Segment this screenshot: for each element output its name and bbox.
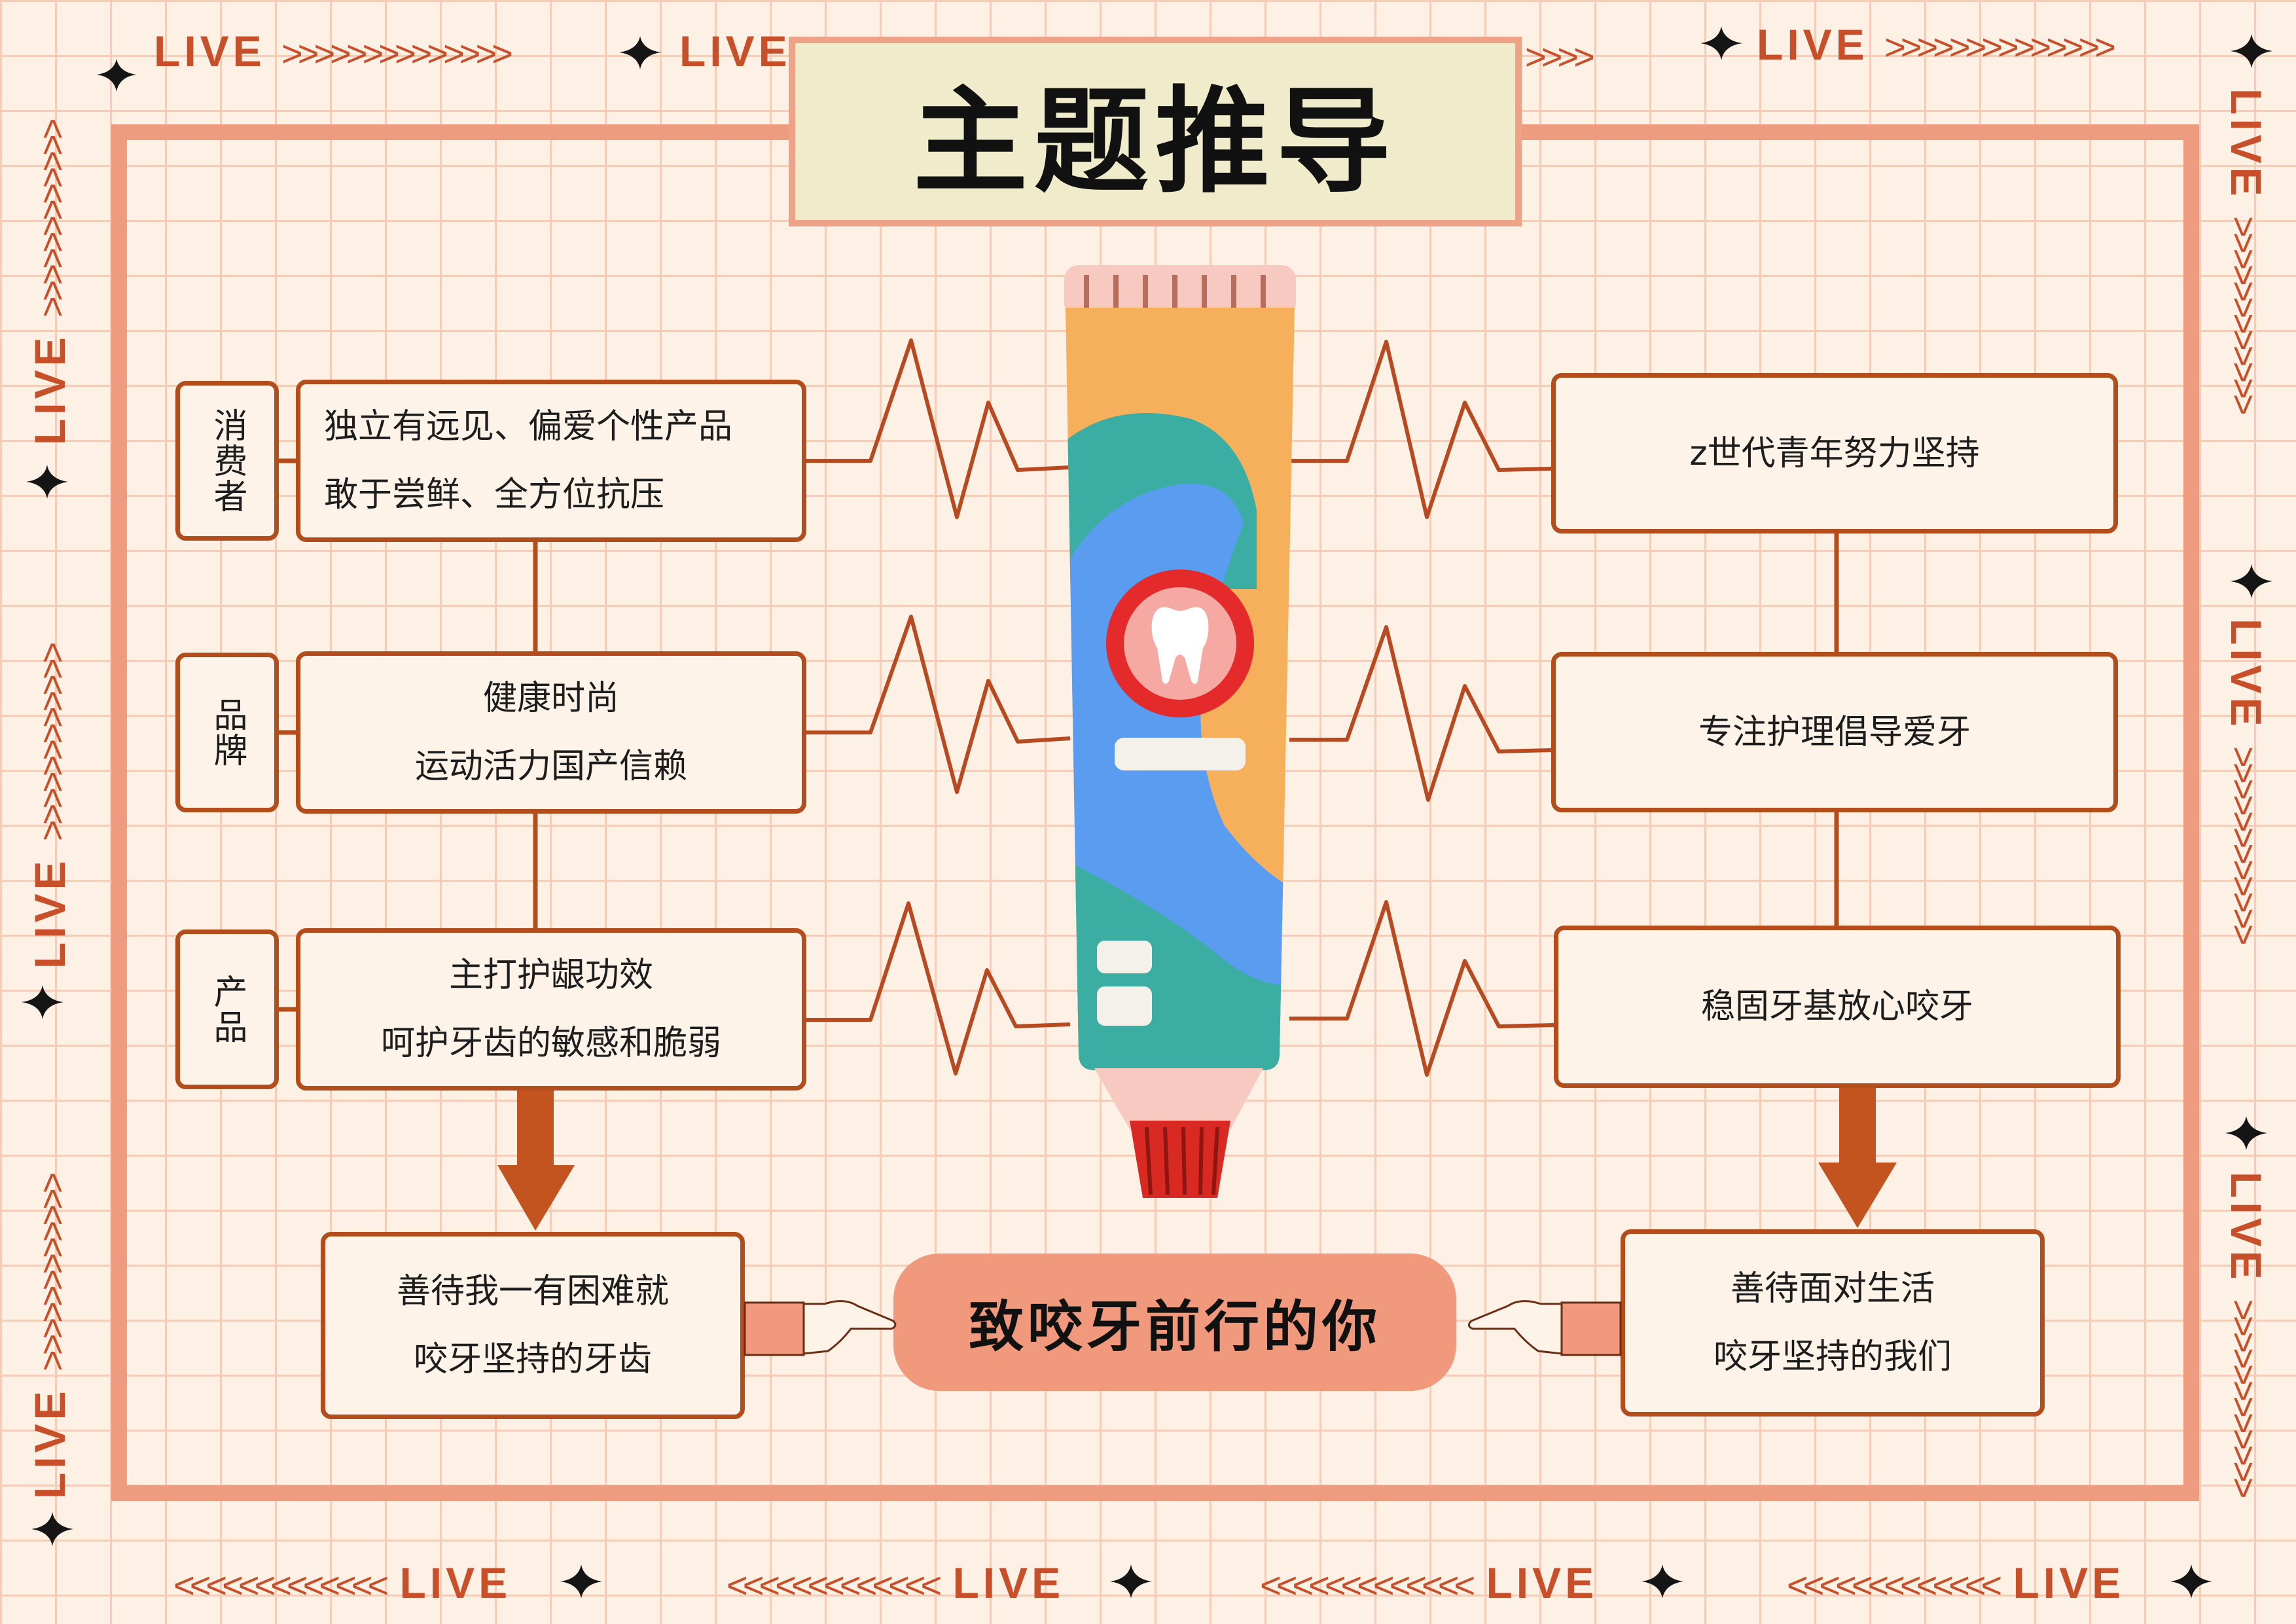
live-chevrons-top-4: >>>> bbox=[1525, 36, 1595, 77]
right-conclusion-box: 善待面对生活 咬牙坚持的我们 bbox=[1621, 1229, 2045, 1416]
right-consumer-text: z世代青年努力坚持 bbox=[1689, 433, 1980, 473]
right-brand-text: 专注护理倡导爱牙 bbox=[1698, 712, 1971, 752]
live-label-top-3: LIVE >>>>>>>>>>>>>> bbox=[1757, 20, 2116, 69]
live-label-bottom-1: <<<<<<<<<<<<< LIVE bbox=[173, 1559, 512, 1607]
right-brand-box: 专注护理倡导爱牙 bbox=[1551, 652, 2118, 812]
left-conclusion-box: 善待我一有困难就 咬牙坚持的牙齿 bbox=[321, 1232, 745, 1419]
title-box: 主题推导 bbox=[789, 37, 1522, 226]
consumer-description-box: 独立有远见、偏爱个性产品 敢于尝鲜、全方位抗压 bbox=[296, 380, 806, 542]
tooth-icon bbox=[1151, 607, 1209, 684]
brand-line-1: 健康时尚 bbox=[482, 679, 619, 718]
live-label-top-2: LIVE bbox=[679, 27, 791, 75]
pointing-hand-icon bbox=[744, 1300, 897, 1356]
live-label-bottom-4: <<<<<<<<<<<<< LIVE bbox=[1787, 1559, 2125, 1607]
toothpaste-tube-illustration bbox=[1064, 265, 1296, 1198]
brand-line-2: 运动活力国产信赖 bbox=[414, 747, 687, 786]
heartbeat-line-icon bbox=[806, 338, 1071, 1075]
slogan-pill: 致咬牙前行的你 bbox=[893, 1254, 1456, 1391]
right-consumer-box: z世代青年努力坚持 bbox=[1551, 373, 2118, 533]
product-description-box: 主打护龈功效 呵护牙齿的敏感和脆弱 bbox=[296, 928, 806, 1091]
product-line-1: 主打护龈功效 bbox=[448, 956, 653, 995]
live-label-bottom-2: <<<<<<<<<<<<< LIVE bbox=[726, 1559, 1065, 1607]
live-label-bottom-3: <<<<<<<<<<<<< LIVE bbox=[1260, 1559, 1598, 1607]
heartbeat-line-icon-right bbox=[1289, 340, 1554, 1077]
sparkle-star-icon bbox=[22, 26, 2272, 1598]
down-arrow-icon bbox=[497, 1088, 1897, 1231]
pointing-hand-icon-right bbox=[1468, 1300, 1622, 1356]
right-product-text: 稳固牙基放心咬牙 bbox=[1700, 987, 1973, 1026]
brand-description-box: 健康时尚 运动活力国产信赖 bbox=[296, 651, 806, 814]
left-conclusion-line-1: 善待我一有困难就 bbox=[396, 1272, 669, 1311]
product-line-2: 呵护牙齿的敏感和脆弱 bbox=[380, 1024, 721, 1063]
right-product-box: 稳固牙基放心咬牙 bbox=[1554, 926, 2121, 1088]
live-label-top-1: LIVE >>>>>>>>>>>>>> bbox=[154, 27, 513, 75]
tag-consumer: 消费者 bbox=[175, 381, 279, 541]
page-title: 主题推导 bbox=[913, 75, 1397, 209]
consumer-line-2: 敢于尝鲜、全方位抗压 bbox=[324, 475, 665, 514]
right-conclusion-line-2: 咬牙坚持的我们 bbox=[1713, 1337, 1952, 1377]
tag-brand: 品牌 bbox=[175, 653, 279, 812]
right-conclusion-line-1: 善待面对生活 bbox=[1730, 1269, 1935, 1308]
tag-product: 产品 bbox=[175, 929, 279, 1089]
consumer-line-1: 独立有远见、偏爱个性产品 bbox=[324, 407, 733, 446]
left-conclusion-line-2: 咬牙坚持的牙齿 bbox=[413, 1340, 652, 1379]
